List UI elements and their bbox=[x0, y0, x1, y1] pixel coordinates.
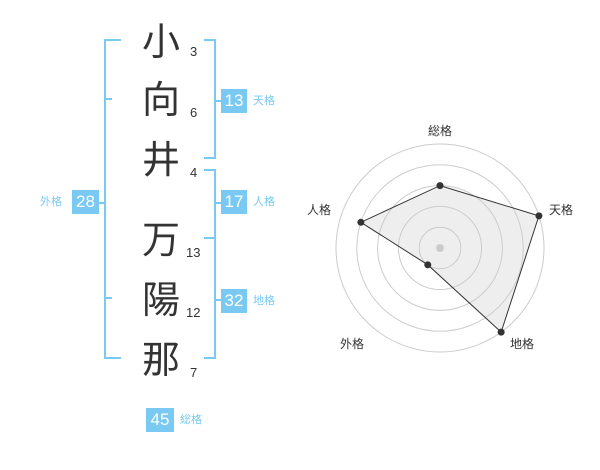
name-char-5: 陽 bbox=[141, 278, 180, 322]
tenkaku-value-badge: 13 bbox=[221, 89, 247, 113]
jinkaku-bracket bbox=[204, 169, 216, 239]
soukaku-value-badge: 45 bbox=[146, 408, 174, 432]
chikaku-bracket bbox=[204, 237, 216, 359]
radar-axis-label-gaikaku: 外格 bbox=[340, 337, 365, 351]
jinkaku-label: 人格 bbox=[253, 195, 275, 208]
radar-axis-label-soukaku: 総格 bbox=[428, 124, 453, 138]
tenkaku-bracket bbox=[204, 39, 216, 159]
tenkaku-label: 天格 bbox=[253, 94, 275, 107]
name-char-2: 向 bbox=[141, 78, 180, 122]
radar-point-5 bbox=[357, 218, 365, 226]
stroke-count-2: 6 bbox=[190, 105, 198, 120]
radar-data-outline bbox=[359, 185, 540, 334]
radar-point-1 bbox=[436, 182, 444, 190]
name-char-1: 小 bbox=[141, 20, 180, 64]
gaikaku-label: 外格 bbox=[40, 195, 62, 208]
stroke-count-3: 4 bbox=[190, 165, 198, 180]
gaikaku-bracket bbox=[104, 39, 121, 359]
name-char-3: 井 bbox=[141, 138, 180, 182]
radar-data-area bbox=[360, 185, 539, 333]
radar-axis-label-tenkaku: 天格 bbox=[549, 203, 574, 217]
jinkaku-value-badge: 17 bbox=[221, 190, 247, 214]
bracket-lines bbox=[99, 39, 221, 359]
radar-point-4 bbox=[424, 261, 432, 269]
chikaku-label: 地格 bbox=[253, 294, 275, 307]
name-char-4: 万 bbox=[141, 218, 180, 262]
name-char-6: 那 bbox=[141, 338, 180, 382]
radar-point-3 bbox=[497, 328, 505, 336]
gaikaku-value-badge: 28 bbox=[72, 190, 99, 214]
radar-center-dot bbox=[436, 244, 444, 252]
radar-point-2 bbox=[535, 212, 543, 220]
stroke-count-4: 13 bbox=[186, 245, 201, 260]
chikaku-value-badge: 32 bbox=[221, 289, 247, 313]
stroke-count-5: 12 bbox=[186, 305, 201, 320]
stroke-count-1: 3 bbox=[190, 44, 198, 59]
stroke-count-6: 7 bbox=[190, 365, 198, 380]
soukaku-label: 総格 bbox=[180, 413, 202, 426]
radar-axis-label-jinkaku: 人格 bbox=[307, 203, 332, 217]
radar-chart bbox=[335, 143, 545, 353]
radar-axis-label-chikaku: 地格 bbox=[510, 337, 535, 351]
radar-grid-ring bbox=[356, 164, 524, 332]
radar-grid-ring bbox=[418, 226, 462, 270]
radar-grid-ring bbox=[397, 205, 483, 291]
